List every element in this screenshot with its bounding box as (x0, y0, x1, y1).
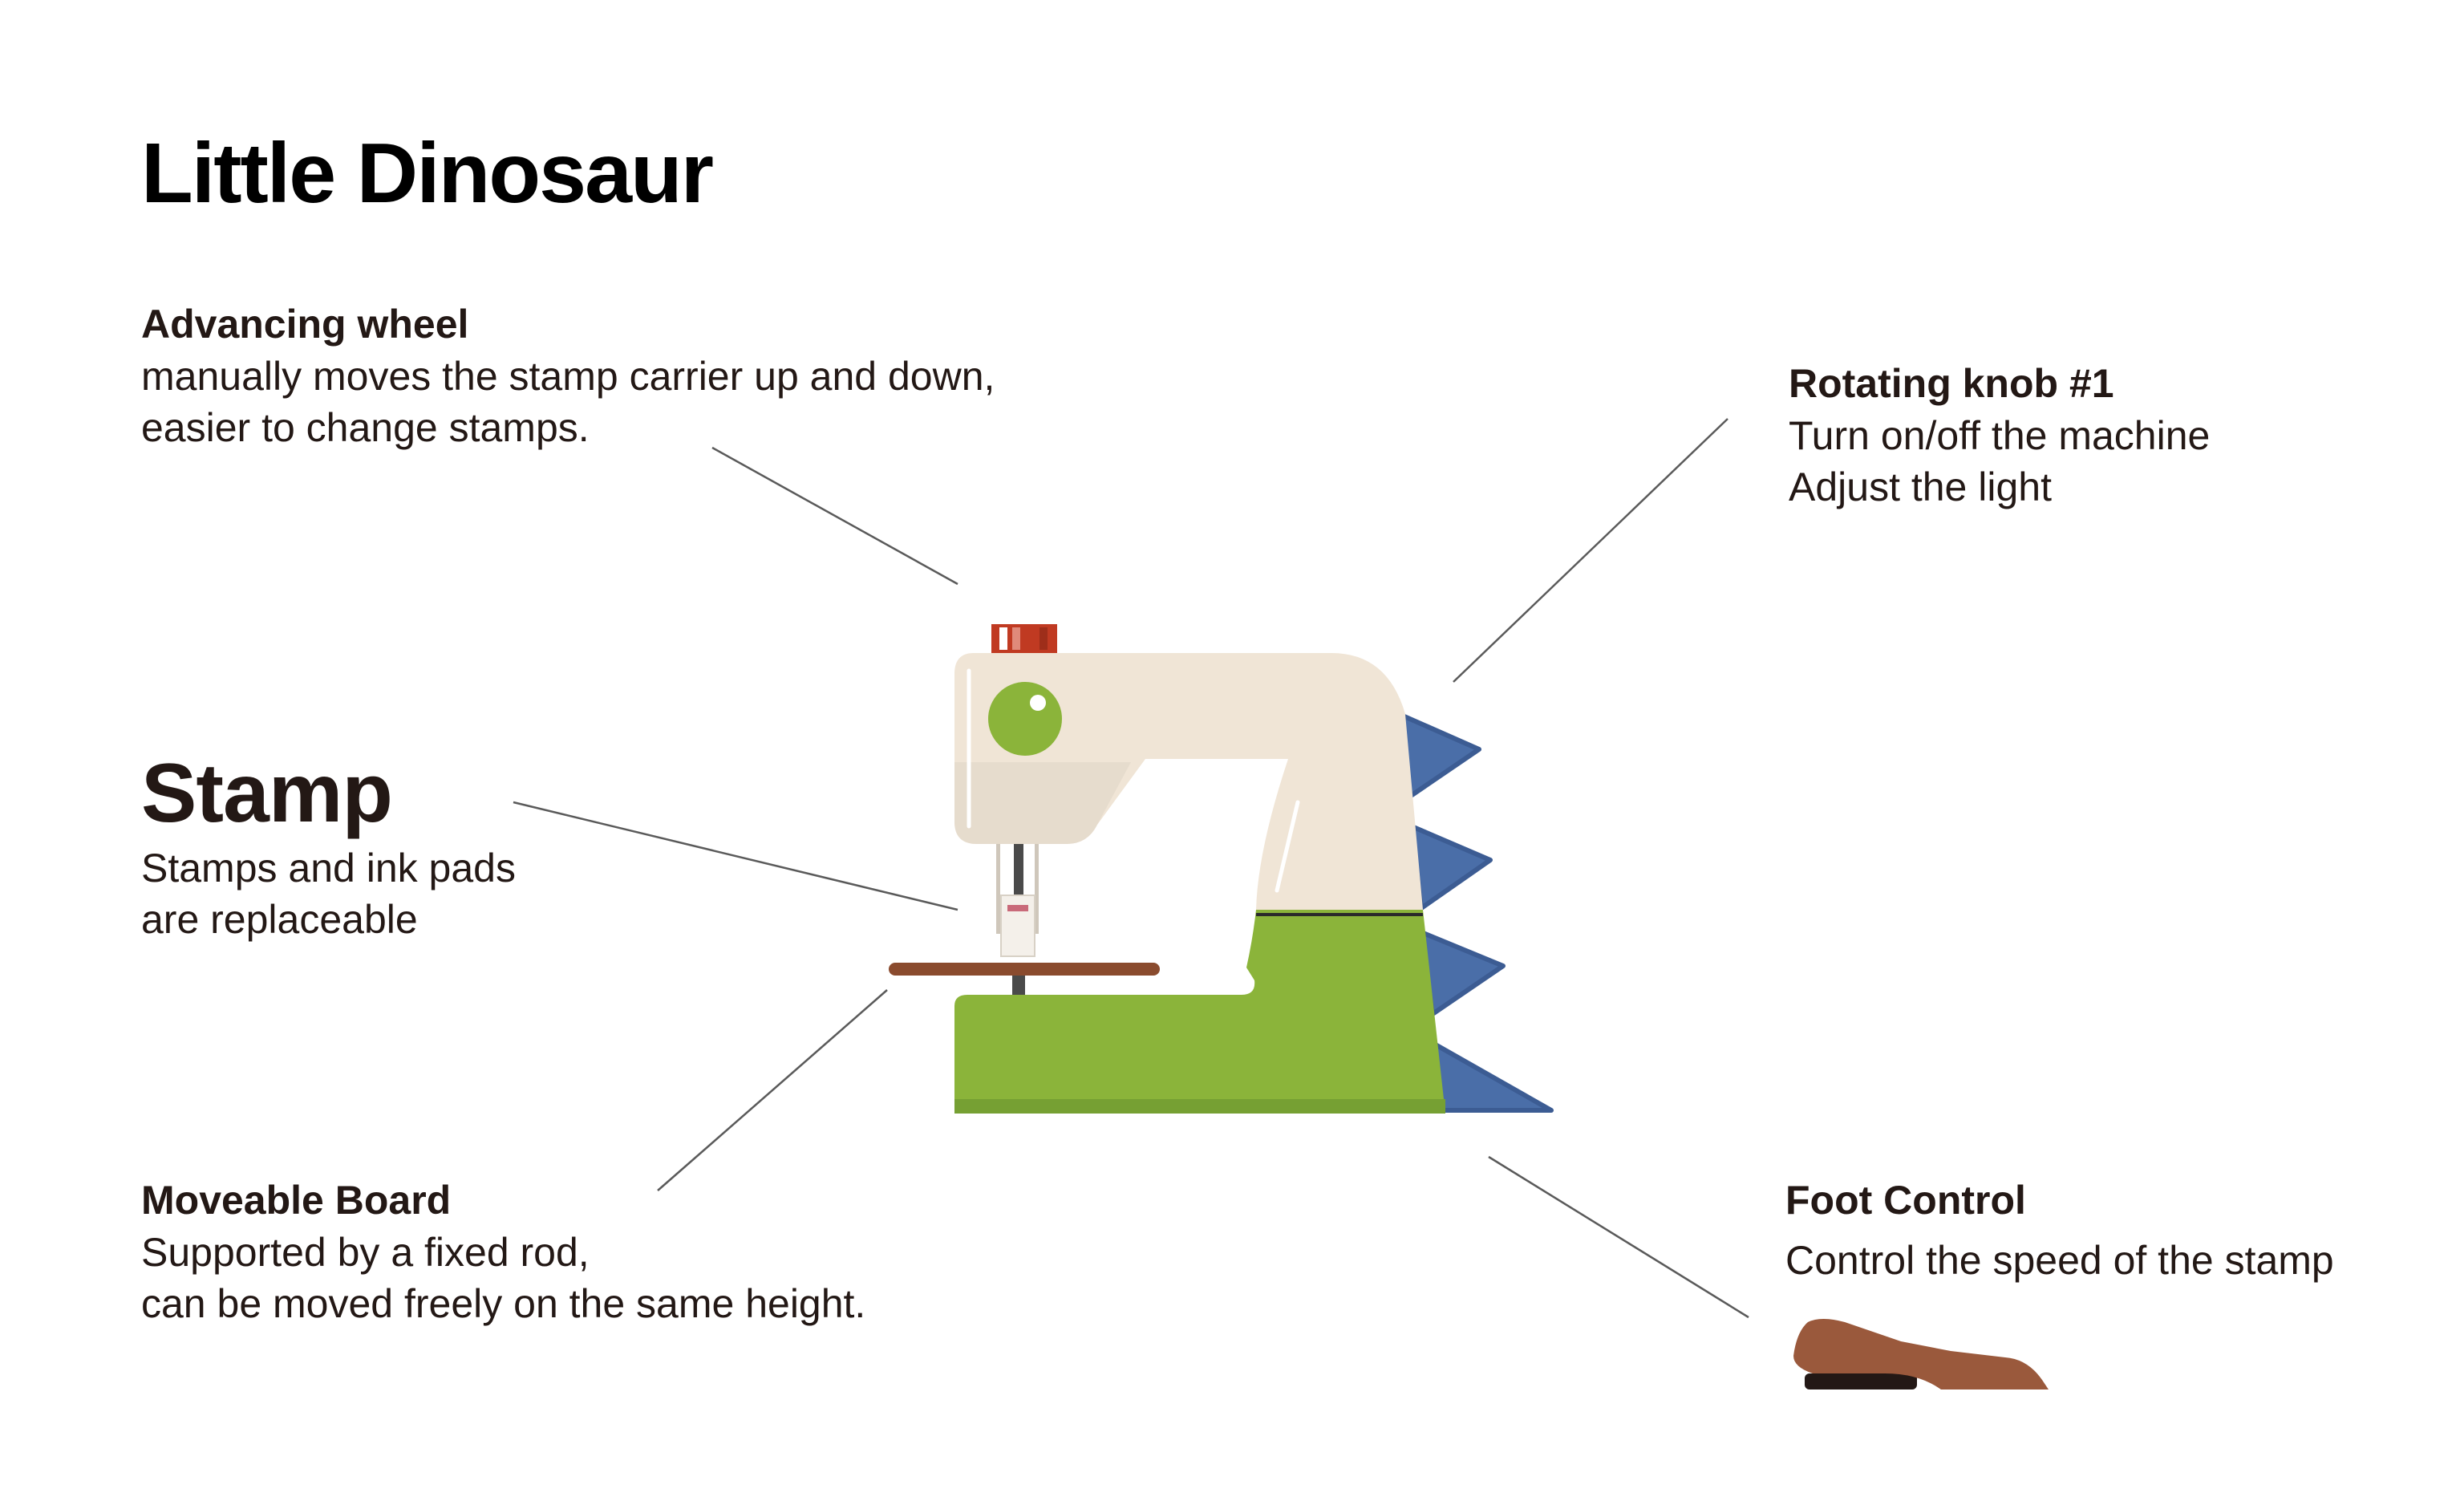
eye-highlight (1030, 695, 1046, 711)
moveable-board (889, 963, 1160, 976)
leader-line-stamp (513, 802, 958, 910)
leader-line-advancing-wheel (712, 448, 958, 584)
ink-pad (1007, 905, 1028, 911)
leader-lines (513, 419, 1749, 1317)
leader-line-rotating-knob (1453, 419, 1728, 682)
machine-body-shade (954, 762, 1131, 844)
spike (1433, 1043, 1551, 1110)
leader-line-moveable-board (658, 990, 887, 1191)
foot-pedal (1793, 1319, 2049, 1389)
machine-base-strip (954, 1099, 1445, 1114)
stamp-head (1001, 895, 1035, 956)
pedal-base (1805, 1373, 1917, 1389)
spike (1421, 932, 1503, 1014)
stamp-carrier (996, 844, 1039, 956)
spike (1412, 826, 1490, 908)
eye-icon (988, 682, 1062, 756)
advancing-wheel-knob (991, 624, 1057, 653)
leader-line-foot-control (1489, 1157, 1749, 1317)
